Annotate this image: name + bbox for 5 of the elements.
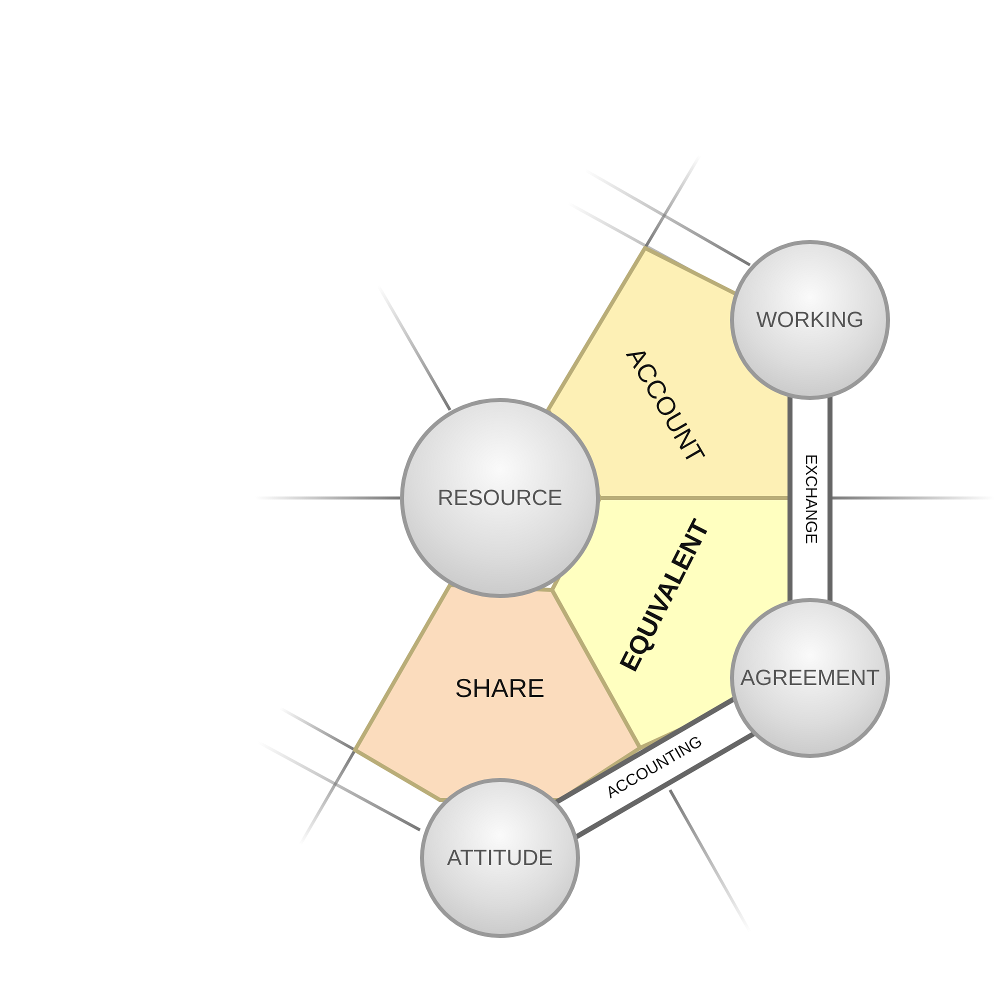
node-label: ATTITUDE [447,845,553,871]
node-label: RESOURCE [438,485,562,511]
node-label: AGREEMENT [740,665,880,691]
node-label: WORKING [756,307,864,333]
region-label: SHARE [455,672,545,704]
